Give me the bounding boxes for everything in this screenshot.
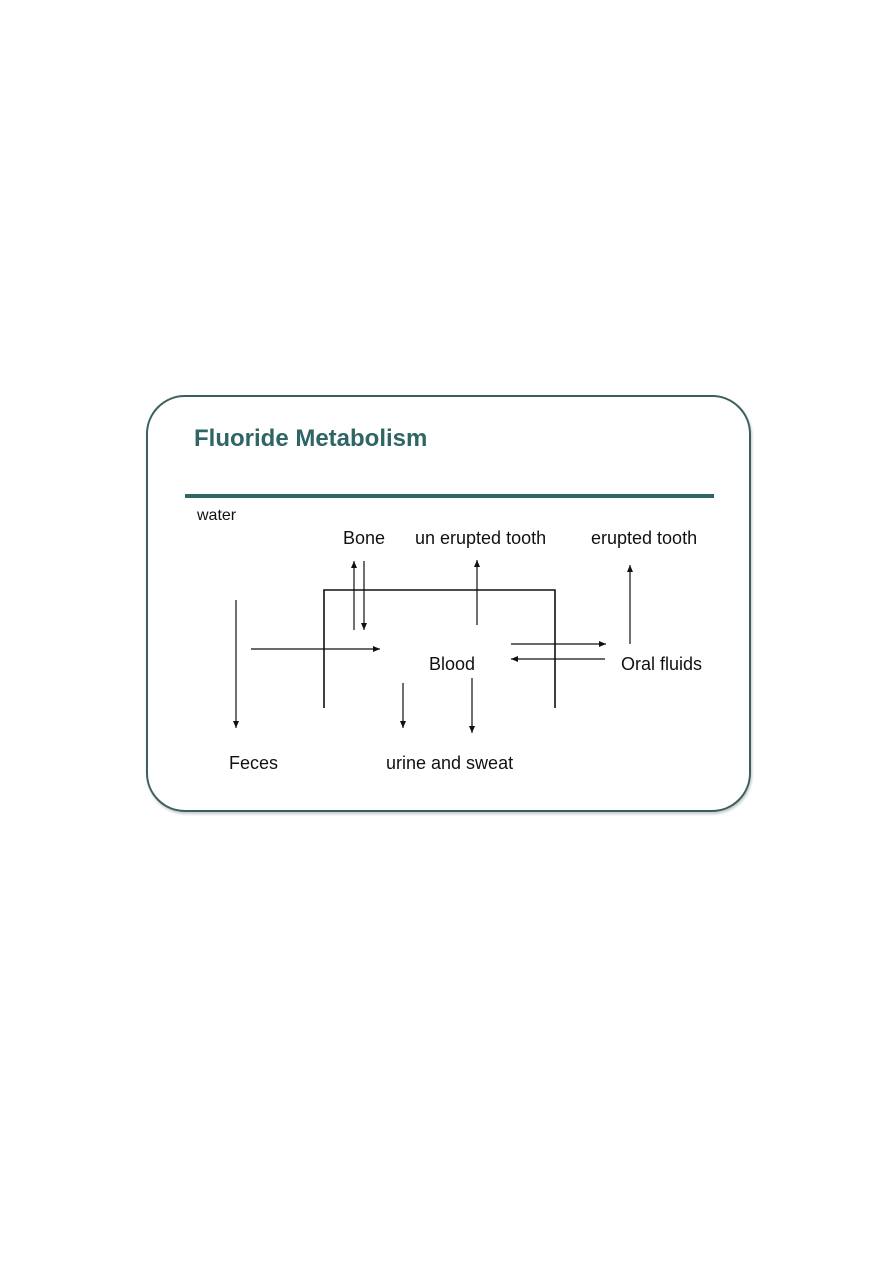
label-bone: Bone xyxy=(343,528,385,548)
label-unerupted-tooth: un erupted tooth xyxy=(415,528,546,548)
slide-title: Fluoride Metabolism xyxy=(194,425,427,452)
label-feces: Feces xyxy=(229,753,278,773)
label-oral-fluids: Oral fluids xyxy=(621,654,702,674)
label-erupted-tooth: erupted tooth xyxy=(591,528,697,548)
slide-frame xyxy=(146,395,751,812)
label-blood: Blood xyxy=(429,654,475,674)
label-urine-and-sweat: urine and sweat xyxy=(386,753,513,773)
label-water: water xyxy=(196,507,237,524)
